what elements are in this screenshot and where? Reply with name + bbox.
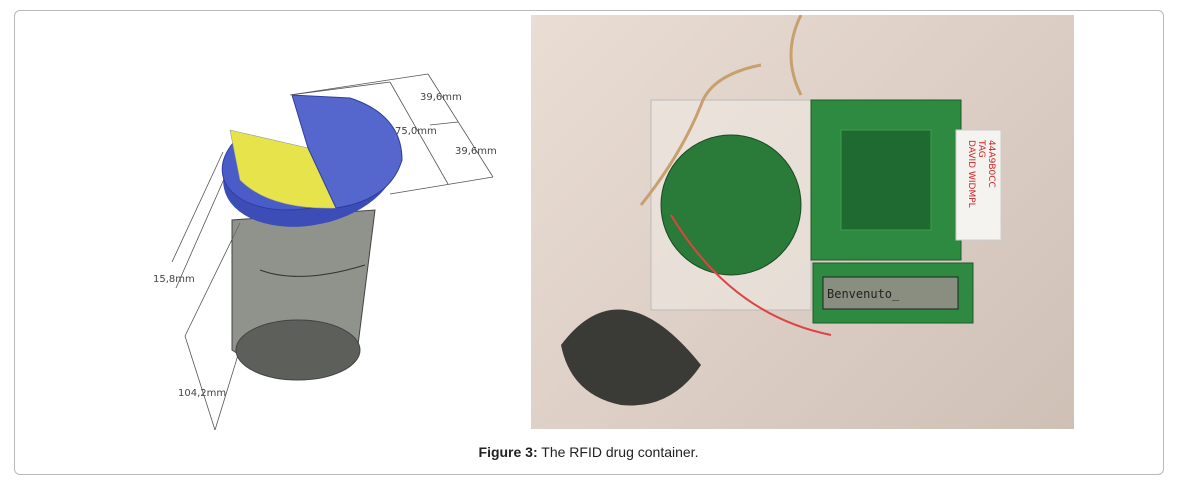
dimension-label: 39,6mm: [455, 146, 497, 157]
svg-text:TAG: TAG: [976, 139, 986, 158]
caption-text: The RFID drug container.: [537, 444, 699, 460]
figure-frame: [14, 10, 1164, 475]
lcd-text: Benvenuto_: [827, 287, 900, 301]
svg-text:DAVID WIDMPL: DAVID WIDMPL: [966, 140, 976, 208]
caption-label: Figure 3:: [478, 444, 538, 460]
dimension-label: 75,0mm: [395, 126, 437, 137]
rfid-tag-card: [955, 129, 1002, 241]
dimension-label: 15,8mm: [153, 274, 195, 285]
dimension-label: 39,6mm: [420, 92, 462, 103]
cad-drawing-drug-container: 39,6mm 75,0mm 39,6mm 15,8mm 104,2mm: [153, 73, 497, 431]
figure-caption: Figure 3: The RFID drug container.: [0, 444, 1177, 460]
lcd-display: [822, 276, 959, 310]
container-lid-sector: [561, 309, 701, 406]
photo-rfid-device: DAVID WIDMPL TAG 44A9B0CC Benvenuto_: [531, 14, 1074, 429]
dimension-label: 104,2mm: [178, 388, 226, 399]
circuit-board: [660, 134, 802, 276]
svg-text:44A9B0CC: 44A9B0CC: [986, 140, 996, 188]
